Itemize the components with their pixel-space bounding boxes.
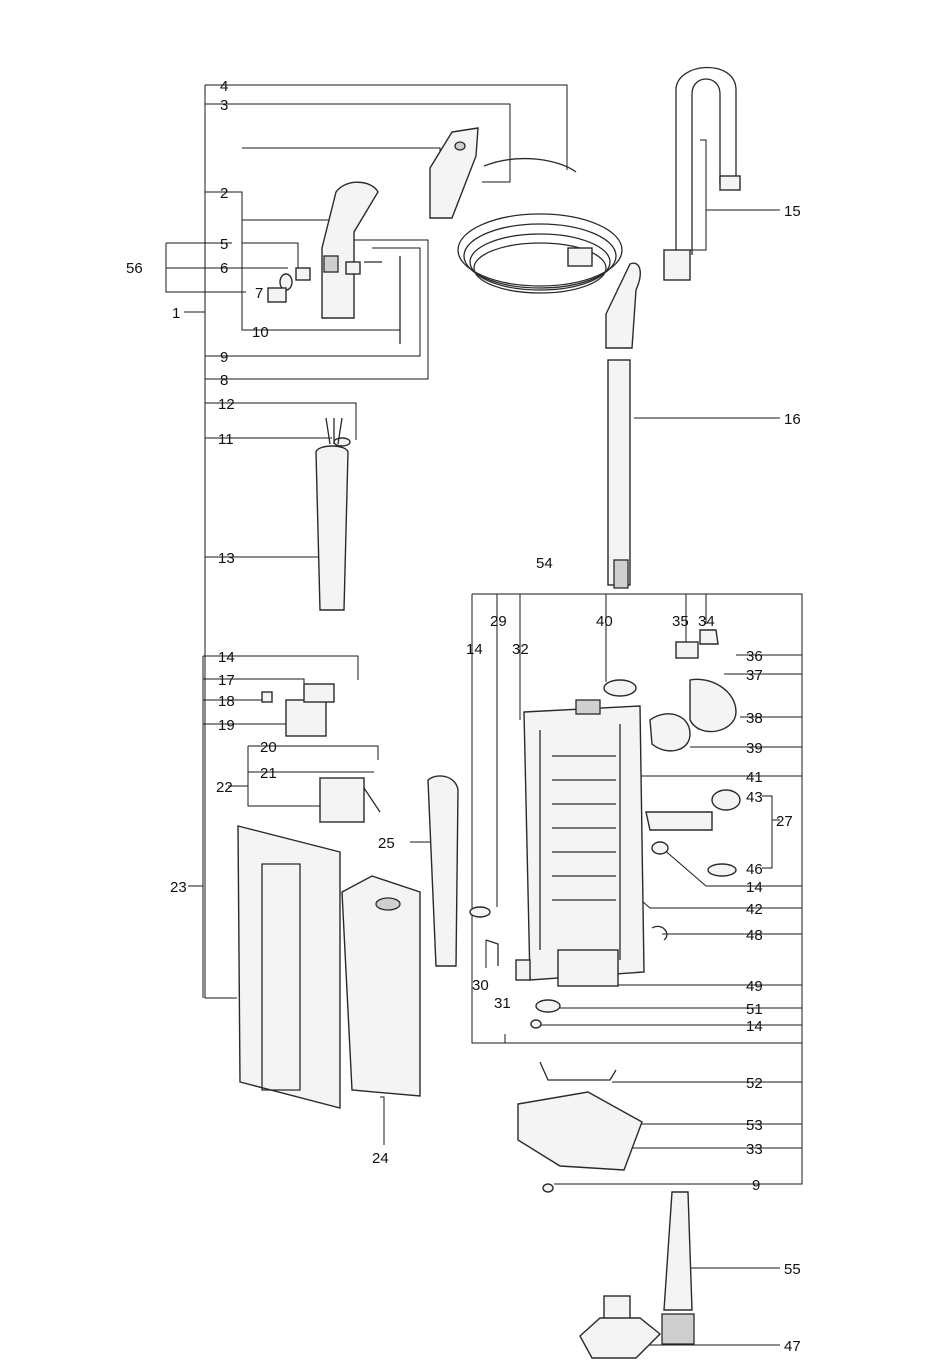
- callout-29: 29: [490, 613, 507, 630]
- part-hose: [664, 67, 740, 280]
- callout-56: 56: [126, 260, 143, 277]
- callout-53: 53: [746, 1117, 763, 1134]
- callout-38: 38: [746, 710, 763, 727]
- callout-41: 41: [746, 769, 763, 786]
- callout-11: 11: [218, 431, 234, 448]
- callout-37: 37: [746, 667, 763, 684]
- part-crevice-tool: [662, 1192, 694, 1344]
- callout-17: 17: [218, 672, 235, 689]
- callout-47: 47: [784, 1338, 801, 1355]
- callout-35: 35: [672, 613, 689, 630]
- callout-10: 10: [252, 324, 269, 341]
- callout-18: 18: [218, 693, 235, 710]
- callout-46: 46: [746, 861, 763, 878]
- part-wand: [606, 263, 640, 588]
- callout-42: 42: [746, 901, 763, 918]
- part-handle-grip: [322, 182, 378, 318]
- callout-12: 12: [218, 396, 235, 413]
- callout-20: 20: [260, 739, 277, 756]
- callout-34: 34: [698, 613, 715, 630]
- callout-49: 49: [746, 978, 763, 995]
- callout-14-right-low: 14: [746, 1018, 763, 1035]
- callout-36: 36: [746, 648, 763, 665]
- callout-16: 16: [784, 411, 801, 428]
- callout-9-top: 9: [220, 349, 228, 366]
- callout-15: 15: [784, 203, 801, 220]
- callout-4: 4: [220, 78, 228, 95]
- callout-27: 27: [776, 813, 793, 830]
- callout-22: 22: [216, 779, 233, 796]
- callout-9-bottom: 9: [752, 1177, 760, 1194]
- callout-13: 13: [218, 550, 235, 567]
- callout-51: 51: [746, 1001, 763, 1018]
- callout-33: 33: [746, 1141, 763, 1158]
- part-upholstery-tool: [580, 1296, 660, 1358]
- callout-31: 31: [494, 995, 511, 1012]
- callout-30: 30: [472, 977, 489, 994]
- callout-54: 54: [536, 555, 553, 572]
- callout-24: 24: [372, 1150, 389, 1167]
- callout-55: 55: [784, 1261, 801, 1278]
- callout-48: 48: [746, 927, 763, 944]
- callout-23: 23: [170, 879, 187, 896]
- callout-39: 39: [746, 740, 763, 757]
- callout-6: 6: [220, 260, 228, 277]
- callout-1: 1: [172, 305, 180, 322]
- callout-21: 21: [260, 765, 277, 782]
- callout-14-right-top: 14: [466, 641, 483, 658]
- callout-3: 3: [220, 97, 228, 114]
- callout-14-right-mid: 14: [746, 879, 763, 896]
- part-front-cover: [238, 826, 340, 1108]
- callout-8: 8: [220, 372, 228, 389]
- callout-25: 25: [378, 835, 395, 852]
- callout-40: 40: [596, 613, 613, 630]
- part-power-cord: [458, 159, 622, 293]
- part-handle-tube: [316, 418, 348, 610]
- callout-14-left: 14: [218, 649, 235, 666]
- part-side-rail: [428, 776, 458, 966]
- callout-2: 2: [220, 185, 228, 202]
- part-switch-assembly: [262, 684, 380, 822]
- part-main-housing: [524, 700, 644, 986]
- callout-5: 5: [220, 236, 228, 253]
- callout-32: 32: [512, 641, 529, 658]
- part-bag-door: [342, 876, 420, 1096]
- callout-43: 43: [746, 789, 763, 806]
- callout-52: 52: [746, 1075, 763, 1092]
- callout-19: 19: [218, 717, 235, 734]
- callout-7: 7: [255, 285, 263, 302]
- part-handle-top: [430, 128, 478, 218]
